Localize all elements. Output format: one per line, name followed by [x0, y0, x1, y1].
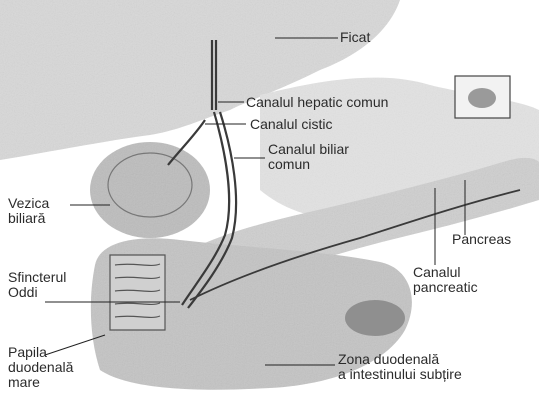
label-vezica-biliara: Vezica biliară — [8, 196, 49, 226]
label-canalul-cistic: Canalul cistic — [250, 117, 332, 132]
label-canalul-biliar-comun: Canalul biliar comun — [268, 142, 349, 172]
label-sfincterul-oddi: Sfincterul Oddi — [8, 270, 66, 300]
intestinal-folds — [110, 255, 165, 330]
label-canalul-hepatic-comun: Canalul hepatic comun — [246, 95, 388, 110]
label-zona-duodenala: Zona duodenală a intestinului subțire — [338, 352, 462, 382]
label-canalul-pancreatic: Canalul pancreatic — [413, 265, 478, 295]
gallbladder-shape — [90, 142, 210, 238]
label-ficat: Ficat — [340, 30, 370, 45]
label-papila-duodenala-mare: Papila duodenală mare — [8, 345, 73, 390]
pancreas-location-inset-icon — [455, 76, 510, 118]
label-pancreas: Pancreas — [452, 232, 511, 247]
